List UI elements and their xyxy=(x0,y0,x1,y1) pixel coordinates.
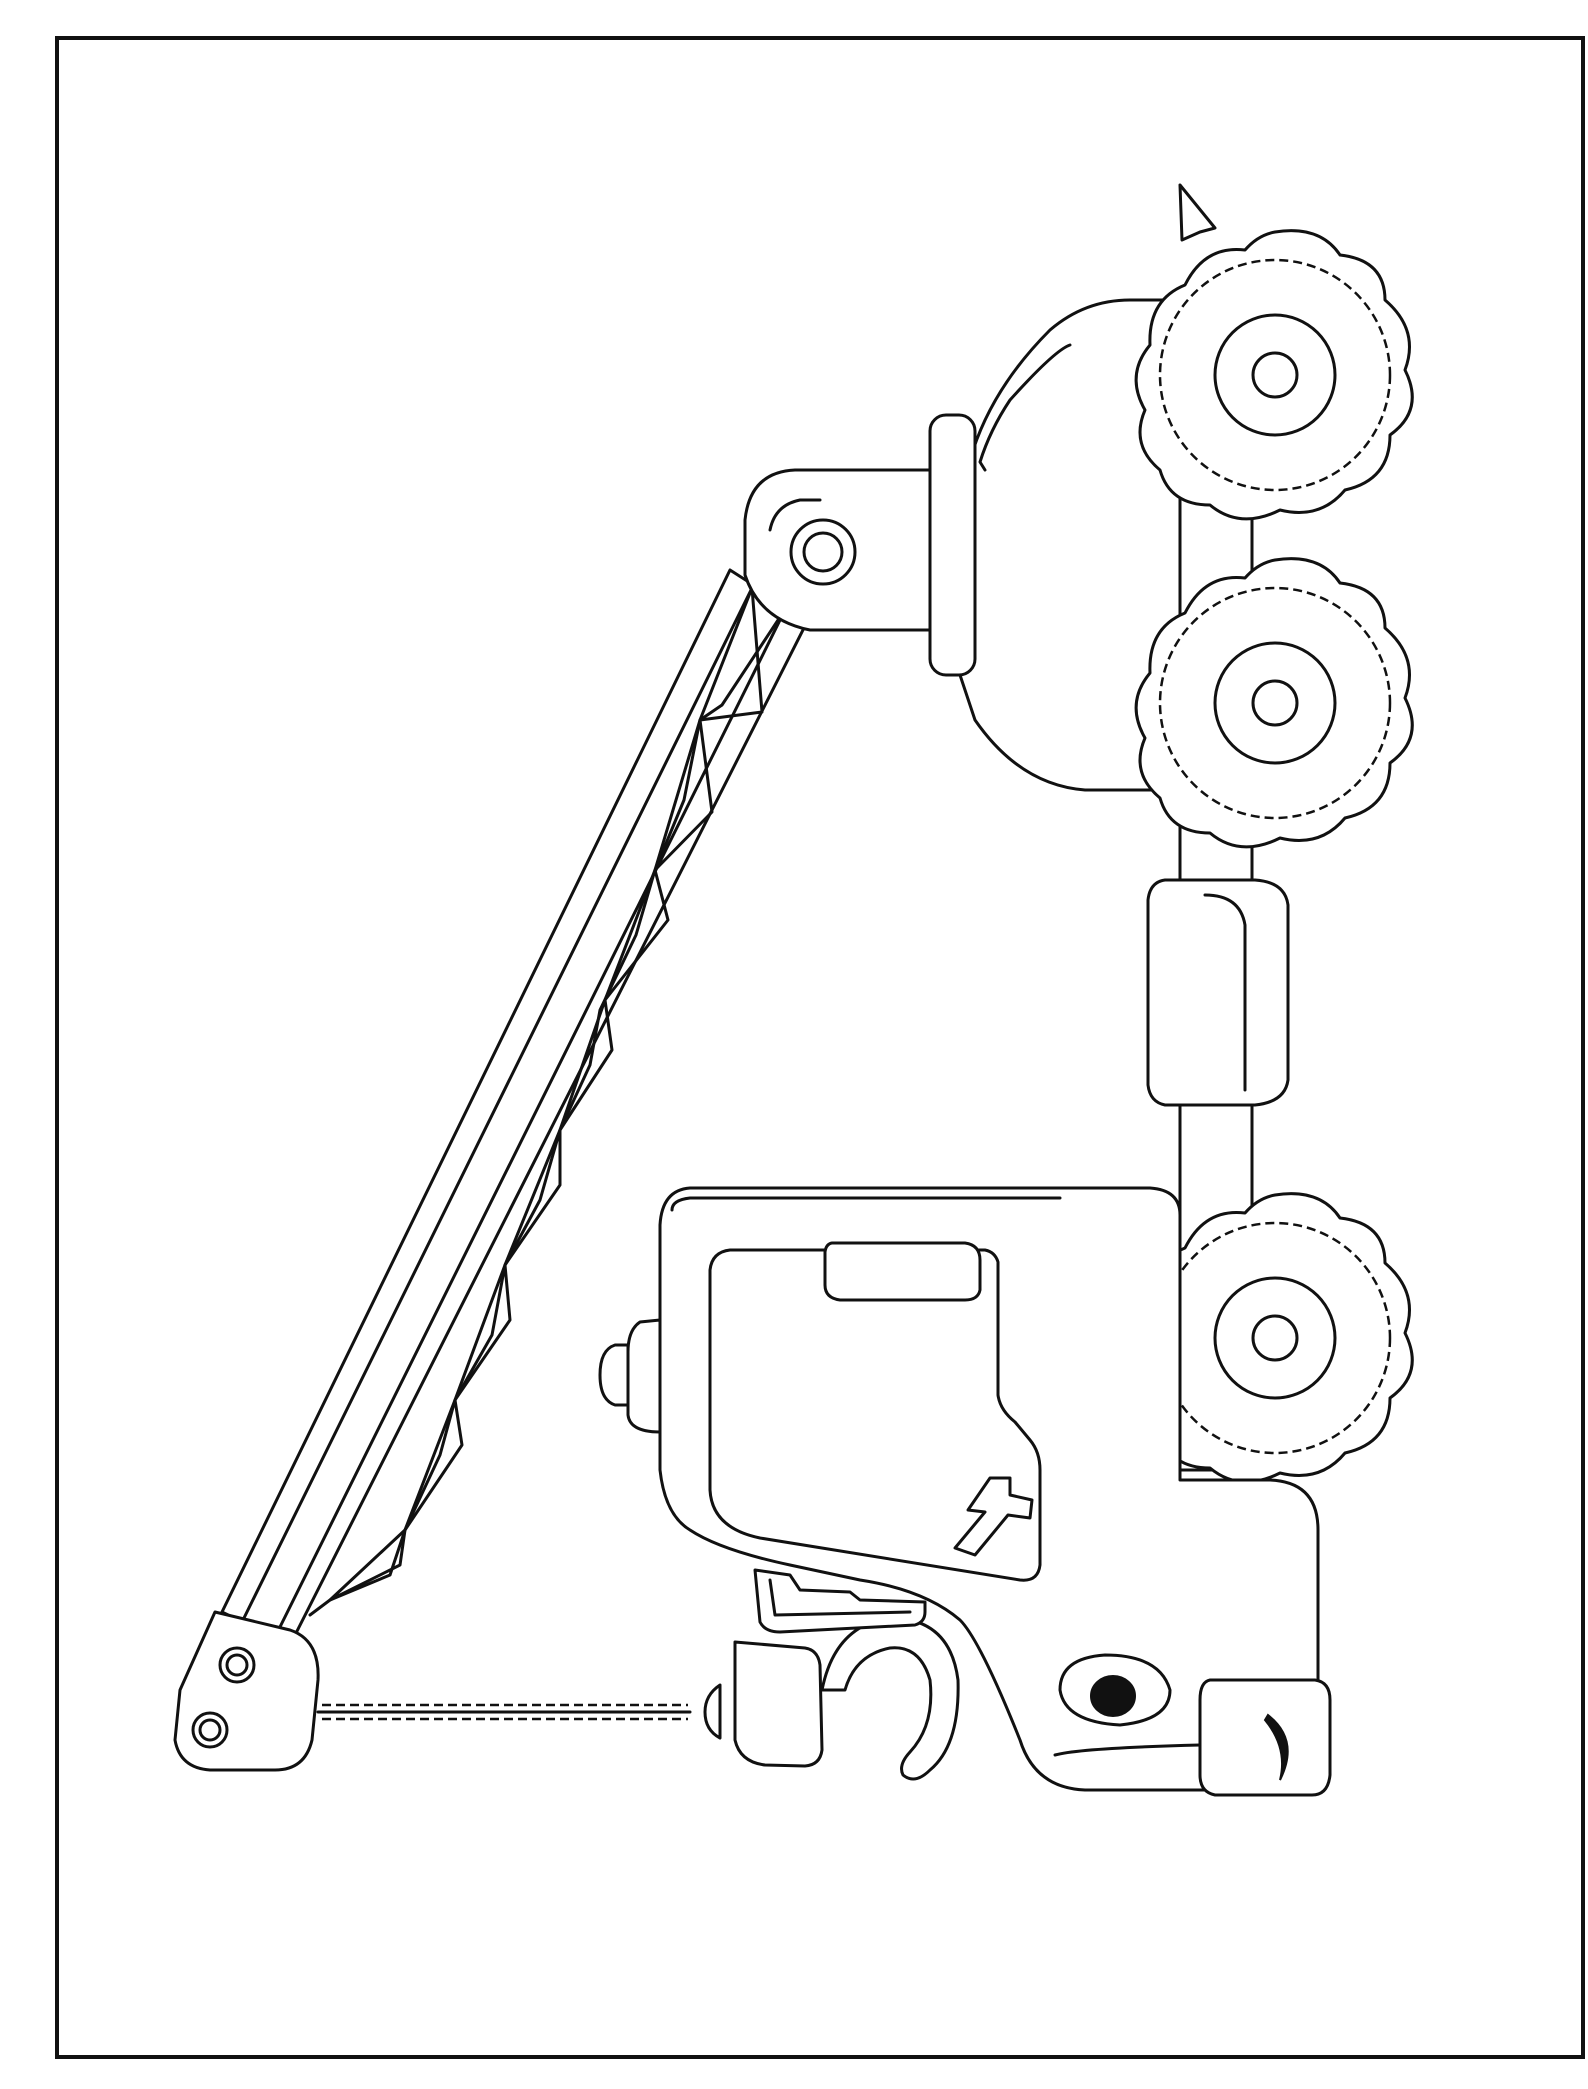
pivot-shine xyxy=(768,498,822,532)
fuel-tank xyxy=(1146,878,1290,1107)
boom-inner-rail-left xyxy=(241,586,754,1622)
lattice-tri-5 xyxy=(503,1128,562,1267)
rear-light xyxy=(598,1343,630,1407)
hook-ring xyxy=(703,1683,722,1740)
fuel-tank-shine xyxy=(1203,893,1247,1092)
turret-top-fin xyxy=(1178,183,1217,242)
wheel-front xyxy=(1134,1192,1414,1484)
tire-tread xyxy=(1158,586,1392,820)
lattice-tri-6 xyxy=(453,1263,512,1402)
wheel-rear-2 xyxy=(1134,557,1414,849)
page-border xyxy=(55,36,1585,2059)
tip-block-body xyxy=(173,1610,320,1772)
cab-lower-line xyxy=(1053,1743,1202,1757)
boom-tip-block xyxy=(173,1610,320,1772)
lattice-tri-1 xyxy=(698,586,764,722)
lattice-tri-7 xyxy=(403,1398,464,1532)
chain-links xyxy=(322,1703,688,1721)
cab-step xyxy=(753,1568,927,1634)
front-bumper xyxy=(1198,1678,1332,1797)
cab-window xyxy=(708,1248,1042,1582)
cab-step-inner xyxy=(768,1578,912,1617)
tip-pulley-top-inner xyxy=(225,1653,249,1677)
cab-roof-line xyxy=(670,1196,1062,1212)
tire-tread xyxy=(1158,258,1392,492)
lattice-tri-2 xyxy=(653,718,714,872)
tip-pulley-bottom-inner xyxy=(198,1718,222,1742)
wheel-hub xyxy=(1251,1314,1299,1362)
truck-cab xyxy=(598,1186,1332,1797)
rear-light-base xyxy=(626,1318,662,1434)
hook xyxy=(820,1616,960,1781)
wheel-hub xyxy=(1251,679,1299,727)
crane-boom xyxy=(220,568,810,1647)
tire-tread xyxy=(1158,1221,1392,1455)
slewing-collar xyxy=(928,413,977,677)
truck-smile xyxy=(1263,1713,1289,1781)
hook-chain xyxy=(316,1703,692,1721)
hook-body xyxy=(733,1640,824,1768)
boom-inner-rail-right xyxy=(274,606,788,1637)
tip-pulley-top xyxy=(218,1646,256,1684)
cab-roof-light xyxy=(823,1241,982,1302)
hook-block xyxy=(703,1616,960,1781)
turret-shine xyxy=(978,343,1072,472)
wheel-rear-1 xyxy=(1134,229,1414,521)
lattice-tri-3 xyxy=(603,868,670,1002)
lattice-tri-4 xyxy=(558,998,614,1132)
lattice-tri-8 xyxy=(328,1528,407,1602)
wiper xyxy=(953,1476,1034,1557)
wheel-hub xyxy=(1251,351,1299,399)
tip-pulley-bottom xyxy=(191,1711,229,1749)
pivot-pin-inner xyxy=(802,531,844,573)
truck-eye-pupil xyxy=(1090,1675,1136,1717)
